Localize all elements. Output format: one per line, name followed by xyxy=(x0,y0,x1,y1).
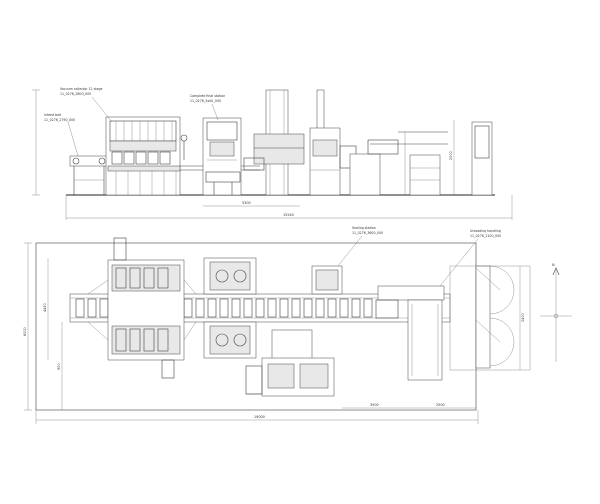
unloading-label: Unloading handling xyxy=(470,229,501,233)
north-indicator: N xyxy=(552,263,555,267)
dim-overall-width: 6000 xyxy=(23,327,27,336)
dim-section-length: 5300 xyxy=(242,201,251,205)
vacuum-module-label: Vacuum collector 12 stage xyxy=(60,87,102,91)
vacuum-collector-module xyxy=(105,116,188,196)
vacuum-module-plan xyxy=(87,237,197,379)
gantry-column xyxy=(243,89,305,196)
infeed-code: 11_0276_2790_000 xyxy=(44,118,75,122)
final-station xyxy=(202,117,242,196)
elevation-labels: Vacuum collector 12 stage 11_0276_2800_0… xyxy=(44,87,225,157)
final-station-code: 11_0276_5x00_000 xyxy=(190,99,221,103)
sealing-station-plan xyxy=(245,265,343,397)
orientation-marker: N xyxy=(540,263,572,362)
infeed-label: Infeed belt xyxy=(44,113,62,117)
vacuum-module-code: 11_0276_2800_000 xyxy=(60,92,91,96)
unloading-plan xyxy=(375,285,445,381)
final-station-plan xyxy=(203,257,257,359)
dim-segment-b: 2500 xyxy=(436,403,445,407)
infeed-belt xyxy=(69,155,109,195)
output-cell xyxy=(449,265,531,371)
plan-labels: Sealing station 11_0276_3600_000 Unloadi… xyxy=(337,226,501,287)
plan-dimensions: 19000 6000 4450 900 3500 2500 2400 xyxy=(23,242,525,424)
electrical-cabinet xyxy=(453,120,493,196)
dim-segment-a: 3500 xyxy=(370,403,379,407)
final-station-label: Complete final station xyxy=(190,94,225,98)
sealing-station-label: Sealing station xyxy=(352,226,376,230)
elevation-dimensions: 5300 15540 2000 xyxy=(32,89,513,220)
plan-view: Sealing station 11_0276_3600_000 Unloadi… xyxy=(23,226,572,424)
dim-left-offset: 900 xyxy=(57,364,61,370)
sealing-station-code: 11_0276_3600_000 xyxy=(352,231,383,235)
dim-overall-length-top: 15540 xyxy=(283,213,294,217)
unloading-unit xyxy=(349,131,448,196)
elevation-view: Vacuum collector 12 stage 11_0276_2800_0… xyxy=(32,87,513,220)
sealing-tower xyxy=(309,89,357,196)
dim-right-height: 2400 xyxy=(521,313,525,322)
dim-height: 2000 xyxy=(449,151,453,160)
dim-overall-length-plan: 19000 xyxy=(254,415,265,419)
unloading-code: 11_0276_2100_000 xyxy=(470,234,501,238)
dim-inner-width: 4450 xyxy=(43,303,47,312)
